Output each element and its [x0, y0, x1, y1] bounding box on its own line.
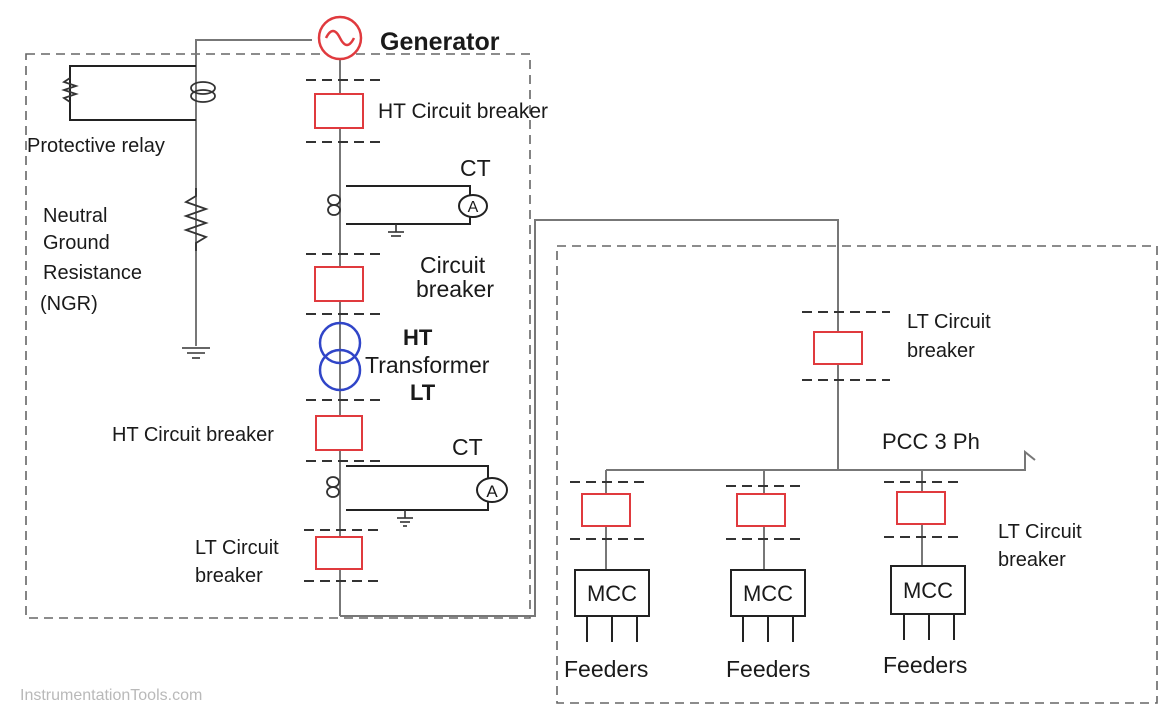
lt-circuit-breaker-left: [304, 529, 380, 582]
mcc-branch-2: MCC Feeders: [726, 470, 810, 682]
ngr-resistor: [183, 188, 209, 251]
ngr-label-line4: (NGR): [40, 293, 98, 315]
generator-side-enclosure: [25, 53, 531, 619]
transformer-label: Transformer: [365, 352, 490, 378]
mcc-label: MCC: [903, 578, 953, 603]
ct-lower-label: CT: [452, 434, 483, 460]
feeders-label: Feeders: [726, 656, 810, 682]
ht-circuit-breaker-top: [306, 79, 382, 143]
mcc-branch-1: MCC Feeders: [564, 470, 650, 682]
protective-relay-label: Protective relay: [27, 135, 165, 157]
ngr-ground-icon: [182, 347, 210, 359]
mcc-box: [574, 569, 650, 617]
ct-upper-label: CT: [460, 155, 491, 181]
pcc-label: PCC 3 Ph: [882, 429, 980, 454]
ground-icon: [388, 224, 404, 237]
lt-cb-main-line2: breaker: [907, 340, 975, 362]
ht-cb-lower-label: HT Circuit breaker: [112, 424, 274, 446]
lt-cb-left-line2: breaker: [195, 565, 263, 587]
generator-label: Generator: [380, 28, 500, 56]
lt-cb-right-line2: breaker: [998, 549, 1066, 571]
ht-cb-top-label: HT Circuit breaker: [378, 100, 548, 123]
cb-label-line1: Circuit: [420, 252, 486, 278]
feeders-label: Feeders: [564, 656, 648, 682]
ct-lower: [326, 465, 489, 527]
lt-distribution-enclosure: [556, 245, 1158, 704]
ngr-label-line1: Neutral: [43, 205, 107, 227]
ngr-label-line2: Ground: [43, 232, 110, 254]
ground-icon: [397, 510, 413, 527]
mcc-box: [730, 569, 806, 617]
ammeter-upper-icon: A: [458, 194, 488, 218]
transformer-icon: [318, 321, 362, 392]
ct-upper: [327, 185, 471, 237]
mcc-branch-3: MCC Feeders: [883, 470, 967, 678]
generator-icon: [317, 15, 363, 61]
lt-cb-main-line1: LT Circuit: [907, 311, 991, 333]
svg-text:A: A: [468, 199, 479, 216]
lt-cb-right-line1: LT Circuit: [998, 521, 1082, 543]
cb-label-line2: breaker: [416, 276, 494, 302]
ngr-label-line3: Resistance: [43, 262, 142, 284]
ht-circuit-breaker-lower: [306, 399, 382, 462]
lt-circuit-breaker-main: [802, 311, 890, 381]
svg-text:A: A: [486, 482, 498, 501]
lt-cb-left-line1: LT Circuit: [195, 537, 279, 559]
circuit-breaker: [306, 253, 382, 315]
mcc-label: MCC: [587, 581, 637, 606]
watermark: InstrumentationTools.com: [20, 687, 202, 704]
feeders-label: Feeders: [883, 652, 967, 678]
transformer-lt-label: LT: [410, 380, 436, 405]
mcc-label: MCC: [743, 581, 793, 606]
protective-relay: [61, 65, 216, 121]
transformer-ht-label: HT: [403, 325, 433, 350]
ammeter-lower-icon: A: [476, 477, 508, 503]
